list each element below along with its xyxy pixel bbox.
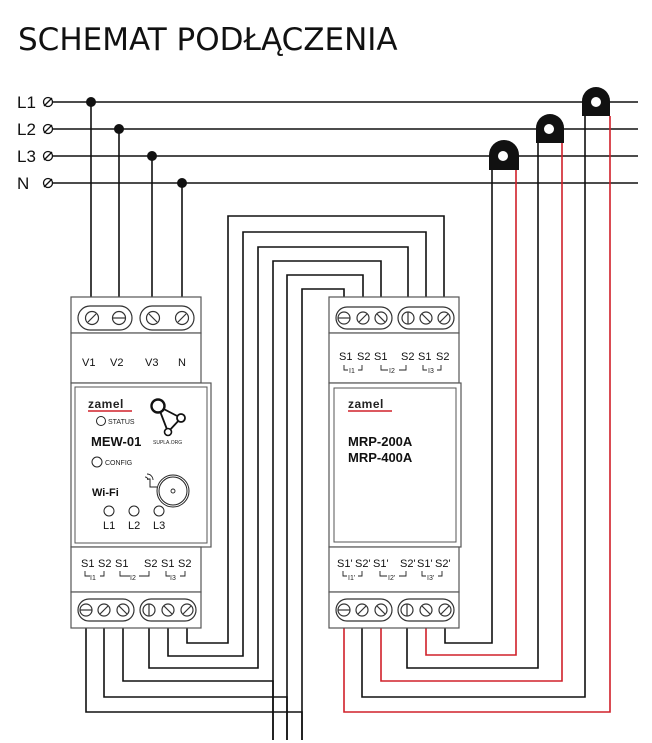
relay-out-label-6: S2': [435, 558, 451, 570]
relay-in-label-3: S1: [374, 351, 387, 363]
meter-screw-2-icon: [97, 603, 111, 617]
relay-out-label-2: S2': [355, 558, 371, 570]
phase-led-l3-icon: [153, 505, 165, 517]
meter-brand-logo: zamel: [88, 397, 124, 411]
relay-out-screw-4-icon: [400, 603, 414, 617]
relay-in-group-i2: I2: [389, 368, 395, 375]
terminal-label-v3: V3: [145, 357, 158, 369]
relay-out-label-1: S1': [337, 558, 353, 570]
phase-led-label-l2: L2: [128, 520, 140, 532]
meter-ct-label-4: S2: [144, 558, 157, 570]
relay-out-label-5: S1': [417, 558, 433, 570]
meter-ct-label-6: S2: [178, 558, 191, 570]
relay-out-label-3: S1': [373, 558, 389, 570]
terminal-label-n: N: [178, 357, 186, 369]
relay-in-screw-5-icon: [419, 311, 433, 325]
relay-in-label-1: S1: [339, 351, 352, 363]
junction-dot-n: [177, 178, 187, 188]
wifi-antenna-icon: [144, 473, 157, 488]
junction-dot-l1: [86, 97, 96, 107]
relay-in-group-i3: I3: [428, 368, 434, 375]
bus-label-n: N: [17, 174, 29, 193]
junction-dot-l2: [114, 124, 124, 134]
meter-model: MEW-01: [91, 434, 141, 449]
current-transformers: [489, 87, 610, 170]
config-button-icon: [91, 456, 103, 468]
screw-terminal-v1-icon: [84, 310, 100, 326]
meter-ct-label-3: S1: [115, 558, 128, 570]
relay-out-screw-5-icon: [419, 603, 433, 617]
current-transformer-l2-icon: [536, 114, 564, 143]
relay-model-2: MRP-400A: [348, 450, 413, 465]
relay-in-screw-3-icon: [374, 311, 388, 325]
relay-out-label-4: S2': [400, 558, 416, 570]
screw-terminal-v2-icon: [111, 310, 127, 326]
bus-terminals: [42, 96, 54, 189]
meter-group-i2: I2: [130, 575, 136, 582]
relay-in-screw-4-icon: [401, 311, 415, 325]
meter-mew01: V1 V2 V3 N zamel STATUS MEW-01 CONFIG SU…: [70, 296, 212, 629]
relay-in-label-5: S1: [418, 351, 431, 363]
meter-screw-3-icon: [116, 603, 130, 617]
voltage-taps: [86, 97, 187, 318]
screw-terminal-v3-icon: [145, 310, 161, 326]
meter-group-i3: I3: [170, 575, 176, 582]
meter-screw-6-icon: [180, 603, 194, 617]
meter-group-i1: I1: [90, 575, 96, 582]
relay-out-screw-6-icon: [438, 603, 452, 617]
supla-label: SUPLA.ORG: [153, 440, 182, 446]
screw-terminal-n-icon: [174, 310, 190, 326]
relay-in-screw-6-icon: [437, 311, 451, 325]
relay-out-group-i3: I3': [427, 575, 434, 582]
relay-out-group-i2: I2': [388, 575, 395, 582]
config-knob-icon: [156, 474, 190, 508]
meter-ct-label-5: S1: [161, 558, 174, 570]
relay-in-screw-2-icon: [356, 311, 370, 325]
phase-led-label-l1: L1: [103, 520, 115, 532]
bus-label-l1: L1: [17, 93, 36, 112]
config-label: CONFIG: [105, 460, 132, 467]
bus-terminal-l2-icon: [42, 123, 54, 135]
relay-brand-logo: zamel: [348, 397, 384, 411]
relay-in-label-2: S2: [357, 351, 370, 363]
phase-led-l2-icon: [128, 505, 140, 517]
wifi-label: Wi-Fi: [92, 487, 119, 499]
relay-in-label-4: S2: [401, 351, 414, 363]
ct-wires: [343, 116, 611, 713]
relay-out-screw-2-icon: [355, 603, 369, 617]
phase-led-l1-icon: [103, 505, 115, 517]
relay-in-group-i1: I1: [349, 368, 355, 375]
relay-in-label-6: S2: [436, 351, 449, 363]
terminal-label-v2: V2: [110, 357, 123, 369]
relay-mrp: S1 S2 S1 S2 S1 S2 I1 I2 I3 zamel MRP-200…: [328, 296, 462, 629]
meter-screw-5-icon: [161, 603, 175, 617]
meter-current-wires: [85, 610, 303, 740]
bus-terminal-l3-icon: [42, 150, 54, 162]
status-label: STATUS: [108, 419, 135, 426]
phase-led-label-l3: L3: [153, 520, 165, 532]
bus-terminal-n-icon: [42, 177, 54, 189]
bus-label-l2: L2: [17, 120, 36, 139]
status-led-icon: [96, 416, 106, 426]
page-title: SCHEMAT PODŁĄCZENIA: [18, 22, 398, 58]
meter-screw-4-icon: [142, 603, 156, 617]
meter-screw-1-icon: [79, 603, 93, 617]
supla-logo-icon: [150, 398, 186, 437]
terminal-label-v1: V1: [82, 357, 95, 369]
relay-model-1: MRP-200A: [348, 434, 413, 449]
meter-ct-label-2: S2: [98, 558, 111, 570]
relay-out-group-i1: I1': [348, 575, 355, 582]
relay-in-screw-1-icon: [337, 311, 351, 325]
current-transformer-l1-icon: [582, 87, 610, 116]
bus-terminal-l1-icon: [42, 96, 54, 108]
junction-dot-l3: [147, 151, 157, 161]
relay-out-screw-1-icon: [337, 603, 351, 617]
relay-out-screw-3-icon: [374, 603, 388, 617]
bus-label-l3: L3: [17, 147, 36, 166]
meter-ct-label-1: S1: [81, 558, 94, 570]
current-transformer-l3-icon: [489, 140, 519, 170]
